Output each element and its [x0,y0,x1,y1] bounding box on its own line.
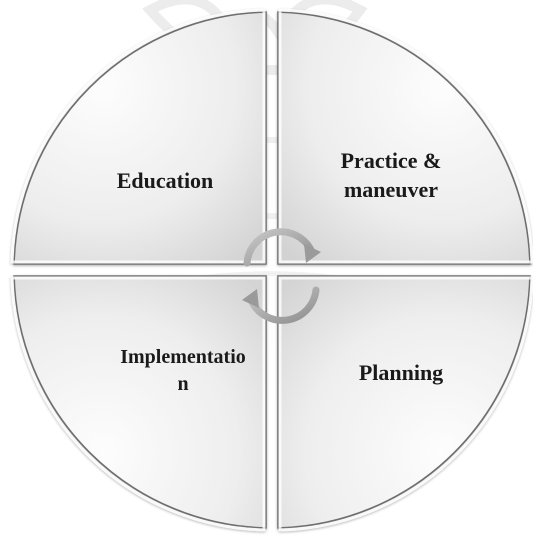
quadrant-segments [10,8,533,532]
quadrant-label-implementation-line2: n [177,373,188,395]
quadrant-planning [277,275,531,529]
quadrant-education [13,11,267,265]
quadrant-education-highlight [10,8,266,264]
quadrant-implementation-highlight [10,276,266,532]
quadrant-practice-maneuver-highlight [278,8,533,264]
quadrant-label-practice-line2: maneuver [344,177,438,202]
quadrant-label-education: Education [117,168,214,193]
quadrant-practice-maneuver [277,11,531,265]
circular-refresh-arrows-icon [242,228,321,324]
quadrant-implementation [13,275,267,529]
quadrant-planning-highlight [278,276,533,532]
quadrant-label-practice-line1: Practice & [341,148,442,173]
quadrant-label-implementation-line1: Implementatio [120,346,246,368]
quadrant-label-planning: Planning [359,360,443,385]
